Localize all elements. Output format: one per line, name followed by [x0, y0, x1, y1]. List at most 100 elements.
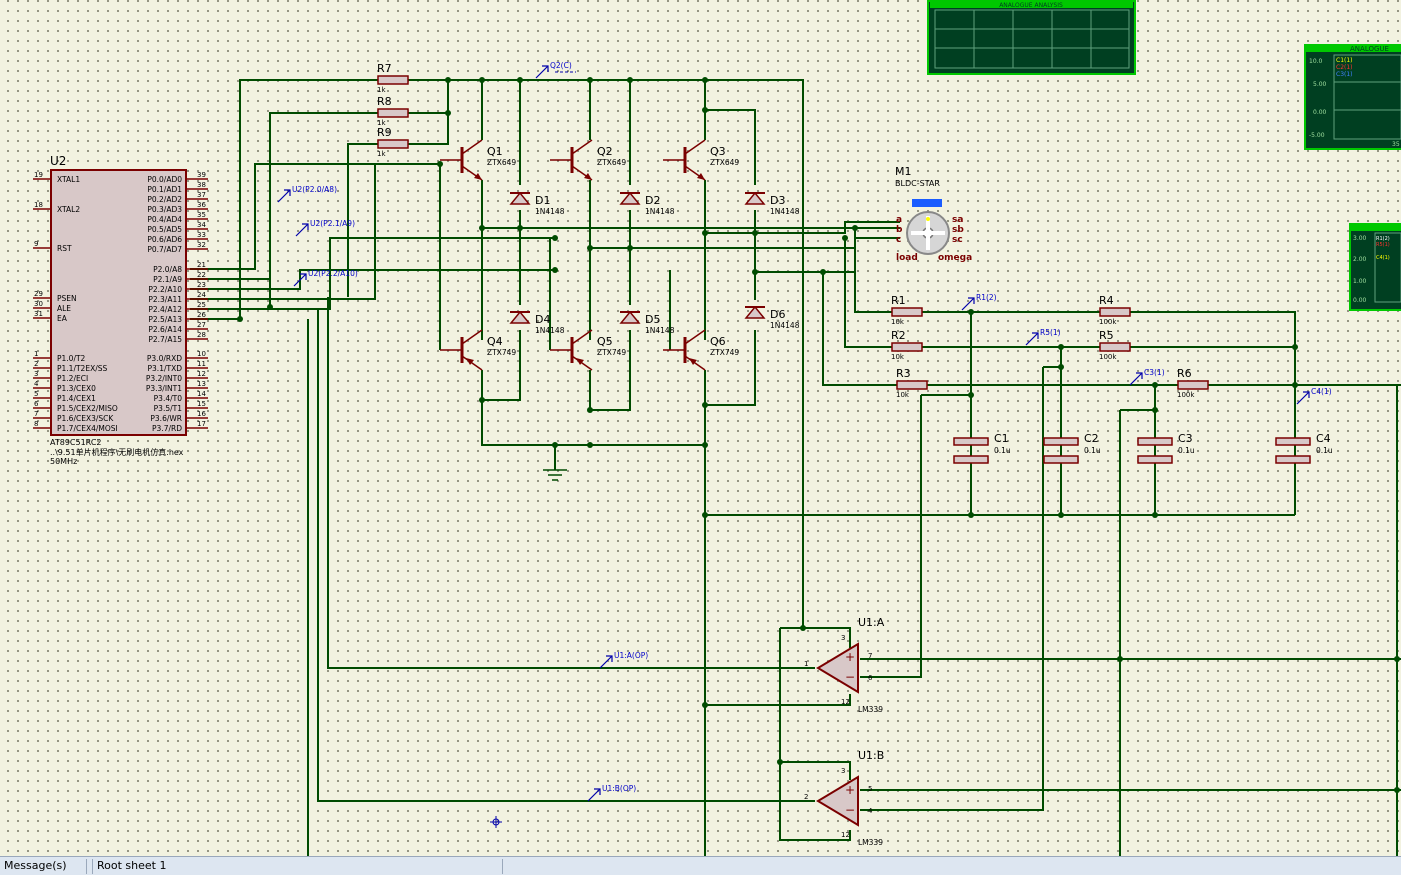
capacitor-ref: C1 — [994, 432, 1009, 445]
mcu-part: AT89C51RC2 — [50, 438, 102, 447]
mcu-pin-num: 21 — [197, 261, 206, 269]
plus-sign: + — [845, 650, 855, 664]
comparator-pin-vcc: 3 — [841, 634, 845, 642]
mcu-pin-num: 39 — [197, 171, 206, 179]
diode-part: 1N4148 — [535, 207, 565, 216]
probe-icon[interactable]: U2(P2.1/A9) — [295, 219, 355, 237]
mcu-pin-num: 37 — [197, 191, 206, 199]
resistor-ref: R6 — [1177, 367, 1192, 380]
probe-icon[interactable]: Q2(C) — [535, 61, 572, 79]
resistor-ref: R5 — [1099, 329, 1114, 342]
comparator-pin-plus: 5 — [868, 785, 872, 793]
probe-icon[interactable]: U1:A(OP) — [599, 651, 648, 669]
motor-pin-sa: sa — [952, 215, 963, 225]
mcu-pin-name: P0.5/AD5 — [147, 225, 182, 234]
probe-icon[interactable]: R5(1) — [1025, 328, 1061, 346]
mcu-clock: 50MHz — [50, 457, 77, 466]
mcu-pin-num: 14 — [197, 390, 206, 398]
capacitor-value: 0.1u — [1178, 446, 1195, 455]
mcu-pin-name: P1.3/CEX0 — [57, 384, 96, 393]
resistor-ref: R8 — [377, 95, 392, 108]
capacitor-c4[interactable]: C40.1u — [1275, 432, 1333, 464]
mcu-pin-num: 25 — [197, 301, 206, 309]
mcu-pin-name: P0.3/AD3 — [147, 205, 182, 214]
mcu-pin-num: 22 — [197, 271, 206, 279]
transistor-ref: Q2 — [597, 145, 613, 158]
mcu-pin-name: P1.2/ECI — [57, 374, 88, 383]
mcu-pin-num: 16 — [197, 410, 206, 418]
motor-ref: M1 — [895, 165, 912, 178]
probe-icon[interactable]: C3(1) — [1129, 368, 1165, 386]
mcu-pin-name: P1.0/T2 — [57, 354, 86, 363]
scope3-trace-0: R1(2) — [1376, 236, 1390, 242]
probe-icon[interactable]: C4(1) — [1296, 387, 1332, 405]
mcu-u2[interactable]: U2 AT89C51RC2 ..\9.51单片机程序\无刷电机仿真.hex 50… — [33, 154, 208, 466]
scope3-ytick-3: 0.00 — [1353, 297, 1367, 304]
analogue-graph-3[interactable]: 3.00 2.00 1.00 0.00 R1(2) R5(1) C4(1) — [1349, 223, 1401, 311]
comparator-part: LM339 — [858, 705, 883, 714]
comparator-pin-out: 2 — [804, 793, 808, 801]
mcu-pin-name: PSEN — [57, 294, 77, 303]
mcu-pin-name: P3.5/T1 — [154, 404, 183, 413]
mcu-pin-num: 7 — [34, 410, 38, 418]
mcu-pin-num: 13 — [197, 380, 206, 388]
comparator-pin-vcc: 3 — [841, 767, 845, 775]
resistor-ref: R7 — [377, 62, 392, 75]
transistor-part: ZTX749 — [487, 348, 516, 357]
mcu-pin-num: 6 — [34, 400, 39, 408]
probe-icon[interactable]: R1(2) — [961, 293, 997, 311]
messages-tab[interactable]: Message(s) — [4, 859, 67, 872]
mcu-pin-num: 26 — [197, 311, 206, 319]
mcu-pin-num: 36 — [197, 201, 206, 209]
diodes: D11N4148D21N4148D31N4148D41N4148D51N4148… — [509, 191, 800, 335]
scope2-xend: 35 — [1392, 141, 1400, 148]
capacitor-c1[interactable]: C10.1u — [953, 432, 1011, 464]
analogue-graph-2[interactable]: ANALOGUE 10.0 5.00 0.00 -5.00 C1(1) C2(1… — [1304, 44, 1401, 150]
probe-icon[interactable]: U1:B(OP) — [587, 784, 636, 802]
mcu-pin-num: 18 — [34, 201, 43, 209]
probe-icon[interactable]: U2(P2.2/A10) — [293, 269, 358, 287]
scope2-trace-2: C3(1) — [1336, 71, 1353, 78]
probe-icon[interactable]: U2(P2.0/A8) — [277, 185, 337, 203]
motor-m1[interactable]: M1 BLDC-STAR a b c sa sb sc load omega — [895, 165, 972, 263]
comparator-pin-plus: 7 — [868, 652, 872, 660]
mcu-pin-num: 30 — [34, 300, 43, 308]
capacitor-c3[interactable]: C30.1u — [1137, 432, 1195, 464]
mcu-pin-num: 5 — [34, 390, 38, 398]
diode-ref: D2 — [645, 194, 660, 207]
probe-label: Q2(C) — [550, 61, 572, 70]
capacitor-c2[interactable]: C20.1u — [1043, 432, 1101, 464]
mcu-pin-num: 1 — [34, 350, 38, 358]
mcu-pin-num: 24 — [197, 291, 206, 299]
analogue-graph-1[interactable]: ANALOGUE ANALYSIS — [927, 0, 1136, 75]
mcu-pin-name: P1.7/CEX4/MOSI — [57, 424, 118, 433]
sheet-selector[interactable]: Root sheet 1 — [97, 859, 167, 872]
scope2-trace-0: C1(1) — [1336, 57, 1353, 64]
scope2-title: ANALOGUE — [1350, 45, 1389, 53]
mcu-pin-name: ALE — [57, 304, 71, 313]
schematic-canvas[interactable]: U2 AT89C51RC2 ..\9.51单片机程序\无刷电机仿真.hex 50… — [0, 0, 1401, 856]
